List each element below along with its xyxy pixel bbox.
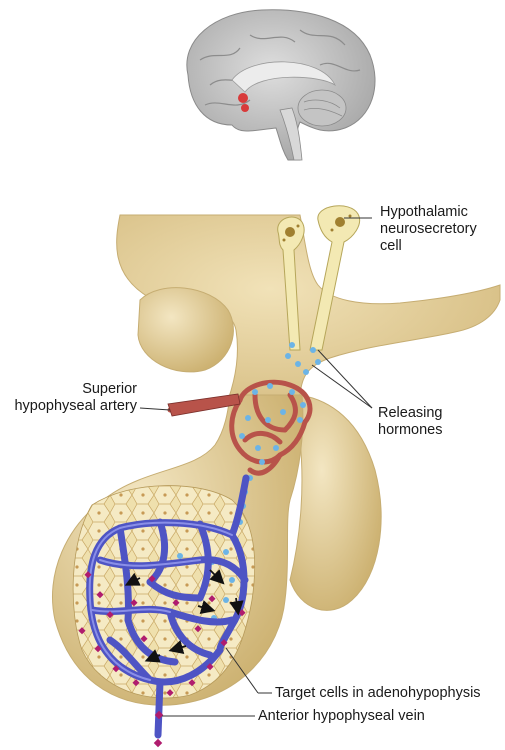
superior-hypophyseal-artery bbox=[167, 393, 241, 417]
label-line: Target cells in adenohypophysis bbox=[275, 685, 481, 701]
label-line: hypophyseal artery bbox=[14, 398, 137, 414]
hypothalamus-tissue bbox=[116, 214, 501, 401]
leader-lines bbox=[139, 217, 373, 717]
brain-icon bbox=[186, 9, 376, 161]
label-line: Superior bbox=[82, 381, 137, 397]
label-superior-hypophyseal-artery: Superior hypophyseal artery bbox=[0, 381, 137, 415]
label-line: Releasing bbox=[378, 405, 443, 421]
secreted-hormone-dots bbox=[78, 571, 246, 748]
neurosecretory-cells bbox=[277, 205, 360, 375]
label-line: neurosecretory bbox=[380, 221, 477, 237]
label-line: hormones bbox=[378, 422, 443, 438]
label-releasing-hormones: Releasing hormones bbox=[378, 405, 443, 439]
label-hypothalamic-neurosecretory-cell: Hypothalamic neurosecretory cell bbox=[380, 204, 477, 255]
label-target-cells: Target cells in adenohypophysis bbox=[275, 685, 481, 702]
label-line: cell bbox=[380, 238, 402, 254]
diffusion-arrows bbox=[124, 569, 244, 663]
portal-vessels-highlight bbox=[88, 521, 233, 681]
label-line: Anterior hypophyseal vein bbox=[258, 708, 425, 724]
label-line: Hypothalamic bbox=[380, 204, 468, 220]
label-anterior-hypophyseal-vein: Anterior hypophyseal vein bbox=[258, 708, 425, 725]
